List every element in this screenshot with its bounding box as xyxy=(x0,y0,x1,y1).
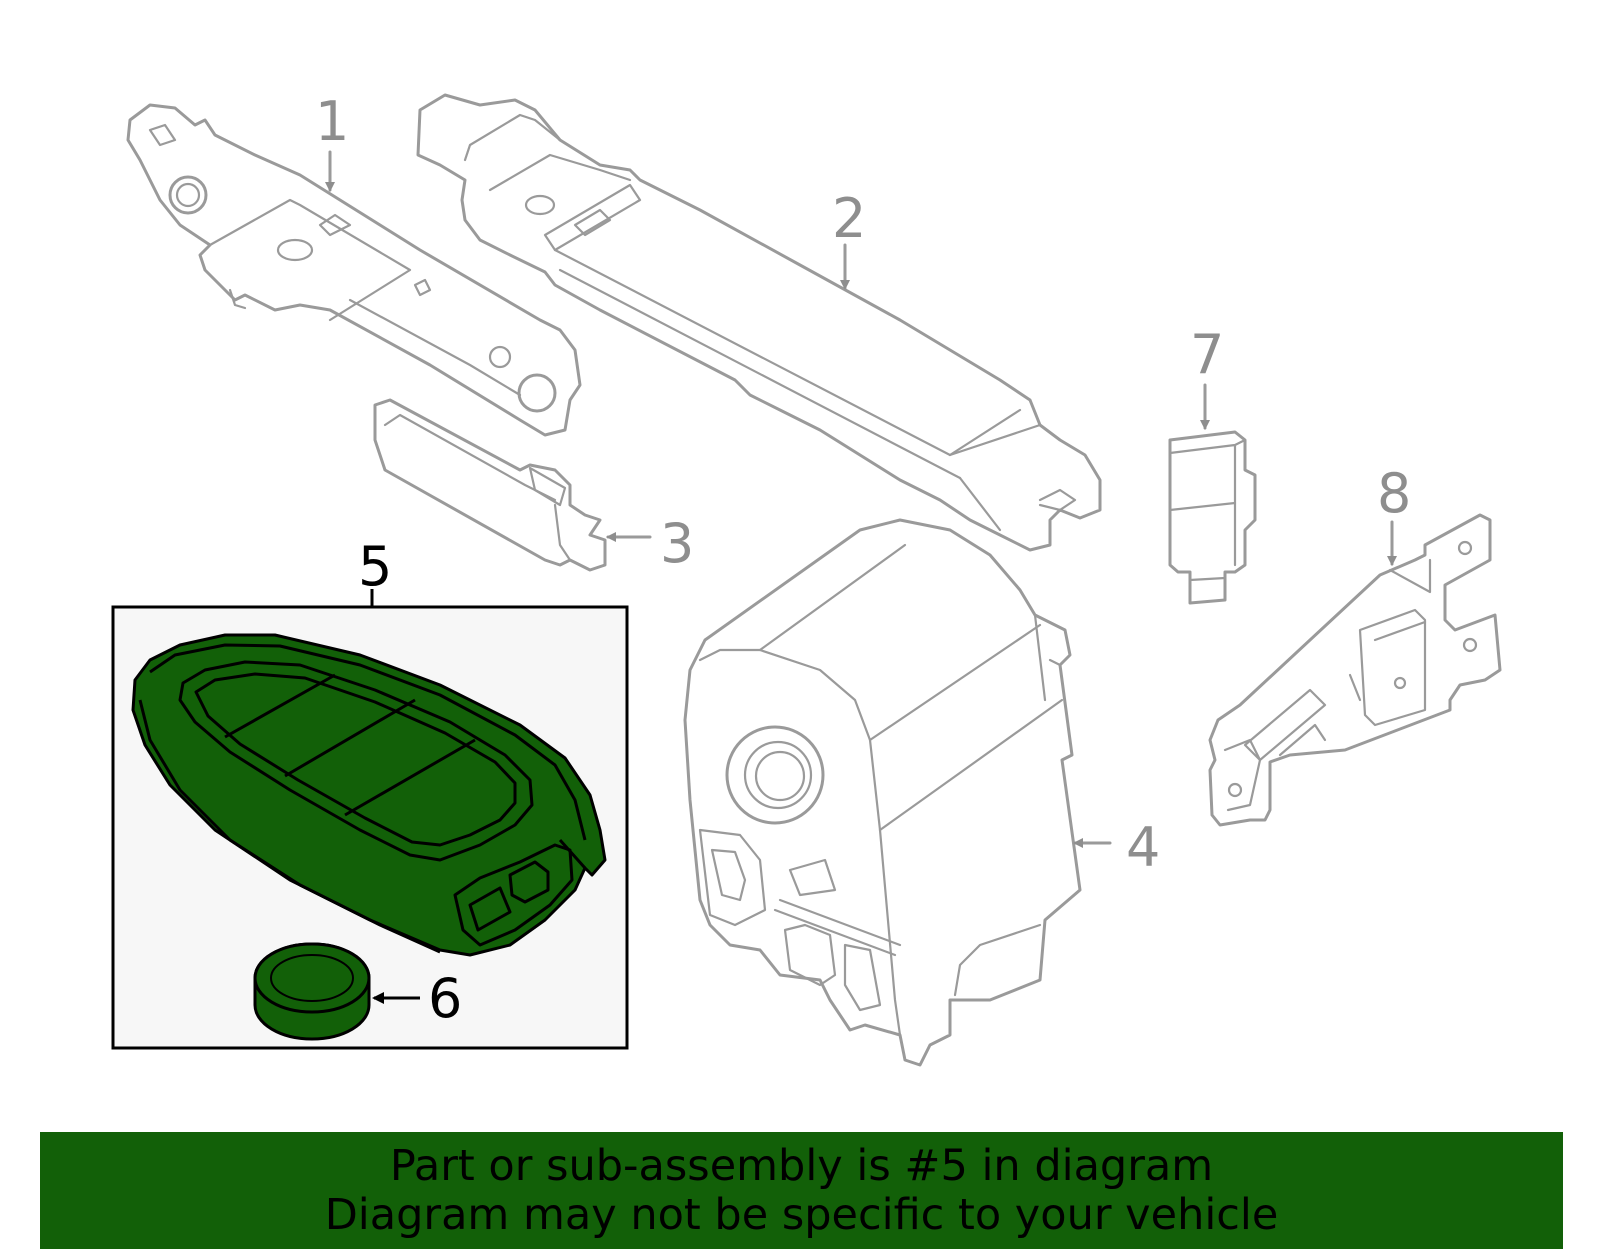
callout-8: 8 xyxy=(1377,462,1411,525)
callout-3: 3 xyxy=(660,512,694,575)
info-banner: Part or sub-assembly is #5 in diagram Di… xyxy=(40,1132,1563,1249)
callout-4: 4 xyxy=(1126,816,1160,879)
part-5-key-fob xyxy=(131,633,607,957)
part-3-clip-bar xyxy=(373,398,607,572)
callout-2: 2 xyxy=(832,187,866,250)
part-4-lock-module xyxy=(683,518,1082,1067)
part-7-sensor xyxy=(1168,430,1257,605)
part-6-battery xyxy=(253,942,371,1041)
part-8-bracket xyxy=(1208,513,1502,827)
part-2-rail xyxy=(416,93,1102,552)
callout-6: 6 xyxy=(428,967,462,1030)
callout-7: 7 xyxy=(1190,323,1224,386)
part-1-bracket xyxy=(126,103,582,437)
banner-line-1: Part or sub-assembly is #5 in diagram xyxy=(389,1140,1214,1191)
banner-line-2: Diagram may not be specific to your vehi… xyxy=(324,1189,1279,1240)
callout-5: 5 xyxy=(358,535,392,598)
callout-1: 1 xyxy=(315,90,349,153)
